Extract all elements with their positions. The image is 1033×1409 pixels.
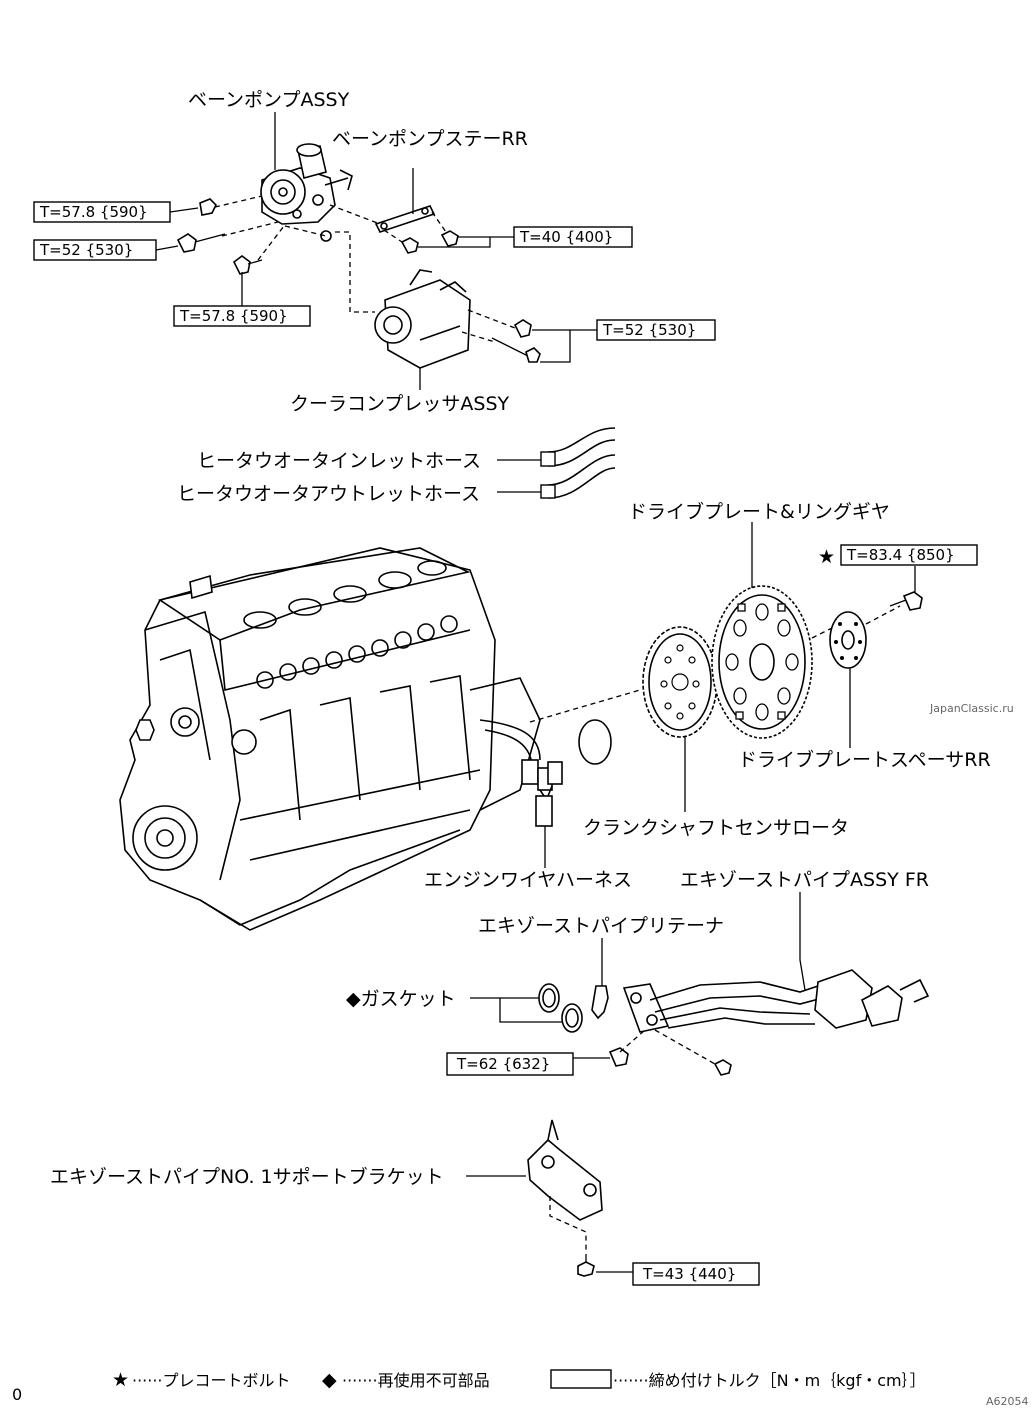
label-heater-outlet-hose: ヒータウオータアウトレットホース [177,483,480,505]
torque-drive-plate: T=83.4 {850} [846,546,955,564]
torque-stay: T=40 {400} [519,228,613,246]
footer-left-code: 0 [12,1385,22,1404]
heater-hoses [540,427,616,499]
label-exhaust-pipe-fr: エキゾーストパイプASSY FR [680,869,929,891]
label-drive-plate: ドライブプレート&リングギヤ [628,500,890,523]
torque-compressor: T=52 {530} [602,321,696,339]
label-vane-pump: ベーンポンプASSY [188,89,350,111]
label-heater-inlet-hose: ヒータウオータインレットホース [197,450,481,472]
support-bracket [527,1119,603,1221]
legend-torque-box [550,1369,612,1389]
engine-block [119,547,612,931]
footer-right-code: A62054 [986,1395,1029,1408]
label-gasket: ◆ガスケット [346,988,456,1010]
torque-vane-pump-low: T=57.8 {590} [179,307,288,325]
torque-box-bracket [632,1262,760,1286]
label-drive-plate-spacer: ドライブプレートスペーサRR [738,748,991,771]
legend-star-text: ······プレコートボルト [132,1371,291,1390]
legend-diamond-text: ·······再使用不可部品 [342,1371,490,1390]
vane-pump-assembly [260,143,353,225]
cooler-compressor [374,269,541,369]
vane-pump-stay [374,205,459,254]
gaskets [538,983,583,1033]
crankshaft-sensor-rotor [642,626,718,738]
torque-exhaust: T=62 {632} [456,1055,550,1073]
star-drive-plate: ★ [818,546,835,568]
watermark: JapanClassic.ru [929,702,1014,715]
legend-star-symbol: ★ [112,1369,129,1391]
drive-plate-bolt [889,591,923,611]
torque-bracket: T=43 {440} [642,1265,736,1283]
label-vane-pump-stay: ベーンポンプステーRR [332,128,528,150]
vane-pump-bolts [176,198,332,275]
label-crank-sensor-rotor: クランクシャフトセンサロータ [583,817,849,839]
label-cooler-compressor: クーラコンプレッサASSY [290,393,510,415]
exhaust-pipe-assembly [591,969,930,1076]
label-support-bracket: エキゾーストパイプNO. 1サポートブラケット [50,1165,444,1188]
torque-vane-pump-mid: T=52 {530} [39,241,133,259]
label-engine-wire-harness: エンジンワイヤハーネス [424,869,632,891]
legend: ★ ······プレコートボルト ◆ ·······再使用不可部品 ······… [112,1369,926,1391]
torque-box-drive-plate [840,544,978,566]
legend-box-text: ·······締め付けトルク［N・m｛kgf・cm｝］ [613,1371,926,1390]
label-exhaust-retainer: エキゾーストパイプリテーナ [478,915,724,937]
legend-diamond-symbol: ◆ [322,1369,337,1391]
bracket-bolt [577,1254,595,1277]
drive-plate-spacer [829,611,867,669]
engine-wire-harness [479,719,563,827]
drive-plate-ring-gear [711,585,813,739]
torque-box-exhaust [446,1052,574,1076]
torque-vane-pump-top: T=57.8 {590} [39,203,148,221]
